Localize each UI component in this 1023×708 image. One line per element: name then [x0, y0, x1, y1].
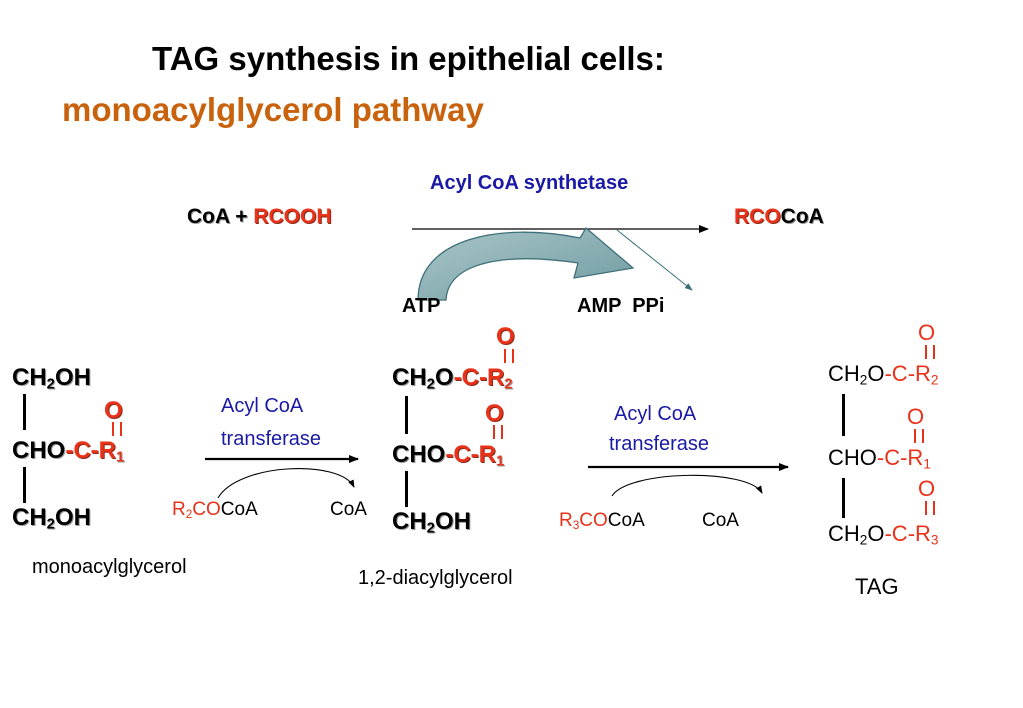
step2-enzyme-line2: transferase [609, 433, 710, 455]
tag-carbonyl-o-3: O [918, 476, 936, 501]
atp-to-amp-curved-arrow [417, 227, 635, 301]
diacyl-bond-1 [405, 396, 408, 434]
title-line-2: monoacylglycerol pathway [62, 91, 484, 128]
step1-curved-arrow [217, 468, 355, 499]
tag-label: TAG [855, 574, 899, 599]
mono-bond-2 [23, 467, 26, 503]
mono-bond-1 [23, 394, 26, 430]
activation-product: RCOCoA [734, 205, 824, 228]
tag-row-2: CHO-C-R1 [828, 445, 931, 472]
mono-carbonyl-o: O [104, 397, 123, 424]
step1-enzyme-line2: transferase [221, 428, 322, 450]
acyl-coa-synthetase-label: Acyl CoA synthetase [430, 172, 629, 194]
diacyl-row-2: CHO-C-R1 [392, 441, 505, 470]
step2-acyl-donor: R3COCoA [559, 510, 645, 532]
step1-enzyme-line1: Acyl CoA [221, 395, 304, 417]
monoacylglycerol-label: monoacylglycerol [32, 556, 187, 578]
diacyl-double-bond-2 [493, 425, 503, 439]
amp-ppi-label: AMP PPi [577, 295, 665, 317]
diacyl-carbonyl-o-2: O [485, 400, 504, 427]
diacyl-row-3: CH2OH [392, 508, 471, 537]
step1-acyl-donor: R2COCoA [172, 499, 258, 521]
tag-bond-2 [842, 478, 845, 518]
tag-double-bond-1 [925, 345, 935, 359]
tag-bond-1 [842, 394, 845, 436]
activation-reactants: CoA + RCOOH [187, 205, 332, 228]
title-line-1: TAG synthesis in epithelial cells: [152, 40, 665, 77]
tag-carbonyl-o-2: O [907, 404, 925, 429]
diacyl-bond-2 [405, 471, 408, 507]
tag-row-1: CH2O-C-R2 [828, 361, 939, 388]
step2-curved-arrow [611, 474, 763, 497]
diacyl-row-1: CH2O-C-R2 [392, 364, 513, 393]
tag-double-bond-2 [914, 429, 924, 443]
step2-released-coa: CoA [702, 510, 739, 531]
mono-ch2oh-bottom: CH2OH [12, 504, 91, 533]
atp-label: ATP [402, 295, 441, 317]
tag-row-3: CH2O-C-R3 [828, 521, 939, 548]
diacylglycerol-label: 1,2-diacylglycerol [358, 567, 513, 589]
ppi-release-arrow [616, 229, 693, 291]
step1-released-coa: CoA [330, 499, 367, 520]
tag-carbonyl-o-1: O [918, 320, 936, 345]
tag-double-bond-3 [925, 501, 935, 515]
mono-ch2oh-top: CH2OH [12, 364, 91, 393]
step2-enzyme-line1: Acyl CoA [614, 403, 697, 425]
diacyl-double-bond-1 [504, 349, 514, 363]
diacyl-carbonyl-o-1: O [496, 323, 515, 350]
mono-double-bond [112, 422, 122, 436]
mono-cho-row: CHO-C-R1 [12, 437, 125, 466]
